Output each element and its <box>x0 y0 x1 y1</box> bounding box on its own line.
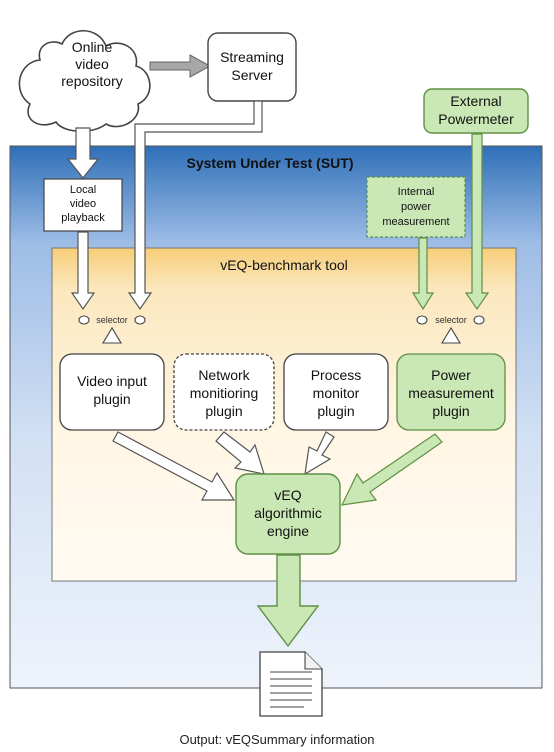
external-powermeter-box: External Powermeter <box>423 88 529 134</box>
playback-line-1: Local <box>70 184 96 196</box>
cloud-line-2: video <box>75 56 109 72</box>
process-line-1: Process <box>311 367 362 383</box>
streaming-server-box: Streaming Server <box>207 32 297 102</box>
playback-line-2: video <box>70 198 96 210</box>
process-line-2: monitor <box>313 385 360 401</box>
video-input-line-2: plugin <box>93 391 130 407</box>
power-plugin-line-2: measurement <box>408 385 494 401</box>
internal-power-line-2: power <box>401 201 431 213</box>
network-to-engine-arrow <box>215 431 265 475</box>
network-line-2: monitioring <box>190 385 258 401</box>
right-selector-label: selector <box>435 315 467 325</box>
internal-power-to-selector-arrow <box>411 237 435 311</box>
powermeter-to-selector-arrow <box>464 133 490 311</box>
repository-to-playback-arrow <box>66 127 100 179</box>
engine-line-2: algorithmic <box>254 505 322 521</box>
power-plugin-to-engine-arrow <box>340 433 443 506</box>
local-video-playback-box: Local video playback <box>43 178 123 232</box>
powermeter-line-1: External <box>450 93 501 109</box>
repository-to-server-arrow <box>149 54 212 78</box>
server-line-1: Streaming <box>220 49 284 65</box>
left-selector: selector <box>78 315 146 344</box>
cloud-line-1: Online <box>72 39 113 55</box>
output-caption: Output: vEQSummary information <box>179 732 375 747</box>
internal-power-line-3: measurement <box>382 216 449 228</box>
network-line-3: plugin <box>205 403 242 419</box>
process-to-engine-arrow <box>304 431 335 476</box>
internal-power-line-1: Internal <box>398 186 435 198</box>
right-selector: selector <box>416 315 485 344</box>
output-document-icon <box>259 651 323 717</box>
power-plugin-line-1: Power <box>431 367 471 383</box>
left-selector-label: selector <box>96 315 128 325</box>
engine-line-3: engine <box>267 523 309 539</box>
engine-to-output-arrow <box>256 554 320 648</box>
network-monitoring-plugin: Network monitioring plugin <box>173 353 275 431</box>
online-video-repository-cloud: Online video repository <box>18 30 151 133</box>
video-input-plugin: Video input plugin <box>59 353 165 431</box>
process-monitor-plugin: Process monitor plugin <box>283 353 389 431</box>
power-plugin-line-3: plugin <box>432 403 469 419</box>
video-input-to-engine-arrow <box>112 431 236 501</box>
server-to-selector-arrow <box>127 100 263 311</box>
video-input-line-1: Video input <box>77 373 147 389</box>
power-measurement-plugin: Power measurement plugin <box>396 353 506 431</box>
engine-line-1: vEQ <box>274 487 301 503</box>
network-line-1: Network <box>198 367 250 383</box>
playback-line-3: playback <box>61 212 105 224</box>
veq-algorithmic-engine: vEQ algorithmic engine <box>235 473 341 555</box>
sut-title: System Under Test (SUT) <box>187 155 354 171</box>
server-line-2: Server <box>231 67 273 83</box>
powermeter-line-2: Powermeter <box>438 111 514 127</box>
internal-power-measurement-box: Internal power measurement <box>366 176 466 238</box>
benchmark-tool-title: vEQ-benchmark tool <box>220 257 348 273</box>
process-line-3: plugin <box>317 403 354 419</box>
cloud-line-3: repository <box>61 73 122 89</box>
playback-to-selector-arrow <box>70 231 96 311</box>
